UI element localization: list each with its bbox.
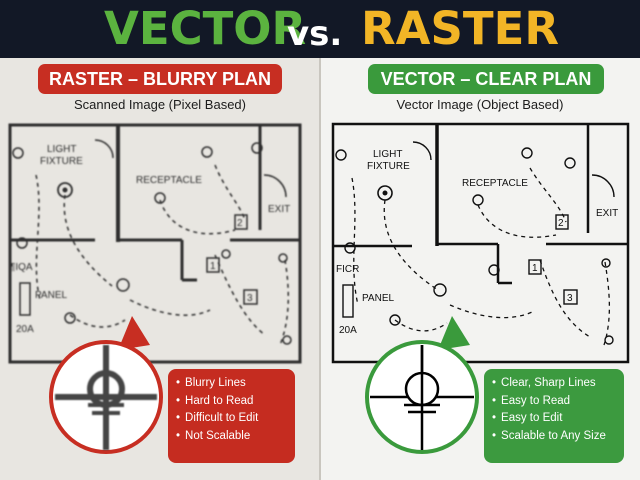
svg-text:FIXTURE: FIXTURE [40,156,83,167]
vector-circuit-box [563,289,578,305]
vector-receptacle [433,283,447,297]
vector-zoom-pointer [438,316,470,350]
svg-text:3: 3 [247,293,253,304]
vector-door [591,174,615,198]
raster-light-fixture [57,182,73,198]
svg-text:20A: 20A [16,324,34,335]
panel-divider [319,58,321,480]
raster-door [263,174,287,198]
vector-door [412,141,432,161]
raster-subtitle: Scanned Image (Pixel Based) [74,97,246,112]
raster-zoom-callout [49,340,163,454]
raster-bullet: Hard to Read [176,393,287,411]
svg-text:PANEL: PANEL [362,293,394,304]
raster-pill: RASTER – BLURRY PLAN [38,64,282,94]
raster-bullet: Blurry Lines [176,375,287,393]
vector-pill: VECTOR – CLEAR PLAN [368,64,604,94]
raster-wiring [35,164,290,346]
raster-panel-box [19,282,31,316]
raster-circuit-box [206,257,220,273]
vector-panel-box [342,284,354,318]
vector-light-fixture [377,185,393,201]
svg-text:LIGHT: LIGHT [373,149,402,160]
svg-text:3: 3 [567,293,573,304]
raster-door [94,139,114,159]
title-vector: VECTOR [104,2,307,55]
svg-text:EXIT: EXIT [268,204,290,215]
vector-bullet: Scalable to Any Size [492,428,616,446]
raster-circuit-box [243,289,258,305]
raster-receptacle [201,146,213,158]
svg-text:PANEL: PANEL [35,290,67,301]
raster-floor-plan: LIGHT FIXTURE RECEPTACLE EXIT PANEL 20A … [8,123,302,364]
raster-receptacle [154,192,166,204]
vector-bullet: Easy to Edit [492,410,616,428]
raster-bullet-box: Blurry Lines Hard to Read Difficult to E… [168,369,295,463]
title-bar: VECTOR vs. RASTER [0,0,640,58]
vector-clear-symbol [370,345,474,450]
svg-text:EXIT: EXIT [596,208,618,219]
vector-floor-plan: LIGHT FIXTURE RECEPTACLE EXIT PANEL 20A … [331,122,630,364]
raster-outer-wall [8,123,302,364]
vector-zoom-callout [365,340,479,454]
title-raster: RASTER [361,2,559,55]
svg-text:2: 2 [237,218,243,229]
vector-bullet: Easy to Read [492,393,616,411]
svg-text:RECEPTACLE: RECEPTACLE [462,178,528,189]
raster-zoom-pointer [118,316,150,350]
raster-receptacle [116,278,130,292]
svg-text:1: 1 [210,261,216,272]
vector-receptacle [472,194,484,206]
raster-bullet: Difficult to Edit [176,410,287,428]
svg-text:FICR: FICR [336,264,359,275]
svg-text:1: 1 [532,263,538,274]
svg-text:RECEPTACLE: RECEPTACLE [136,175,202,186]
svg-text:2: 2 [558,218,564,229]
vector-circuit-box [528,259,542,275]
title-vs: vs. [287,14,343,54]
raster-bullet: Not Scalable [176,428,287,446]
svg-text:20A: 20A [339,325,357,336]
svg-text:LIGHT: LIGHT [47,144,76,155]
vector-subtitle: Vector Image (Object Based) [396,97,564,112]
raster-circuit-box [234,214,248,230]
vector-circuit-box [555,214,569,230]
vector-bullet: Clear, Sharp Lines [492,375,616,393]
vector-bullet-box: Clear, Sharp Lines Easy to Read Easy to … [484,369,624,463]
svg-text:¶IQA: ¶IQA [10,262,33,273]
vector-outer-wall [331,122,630,364]
raster-blurry-symbol [55,345,157,450]
svg-text:FIXTURE: FIXTURE [367,161,410,172]
